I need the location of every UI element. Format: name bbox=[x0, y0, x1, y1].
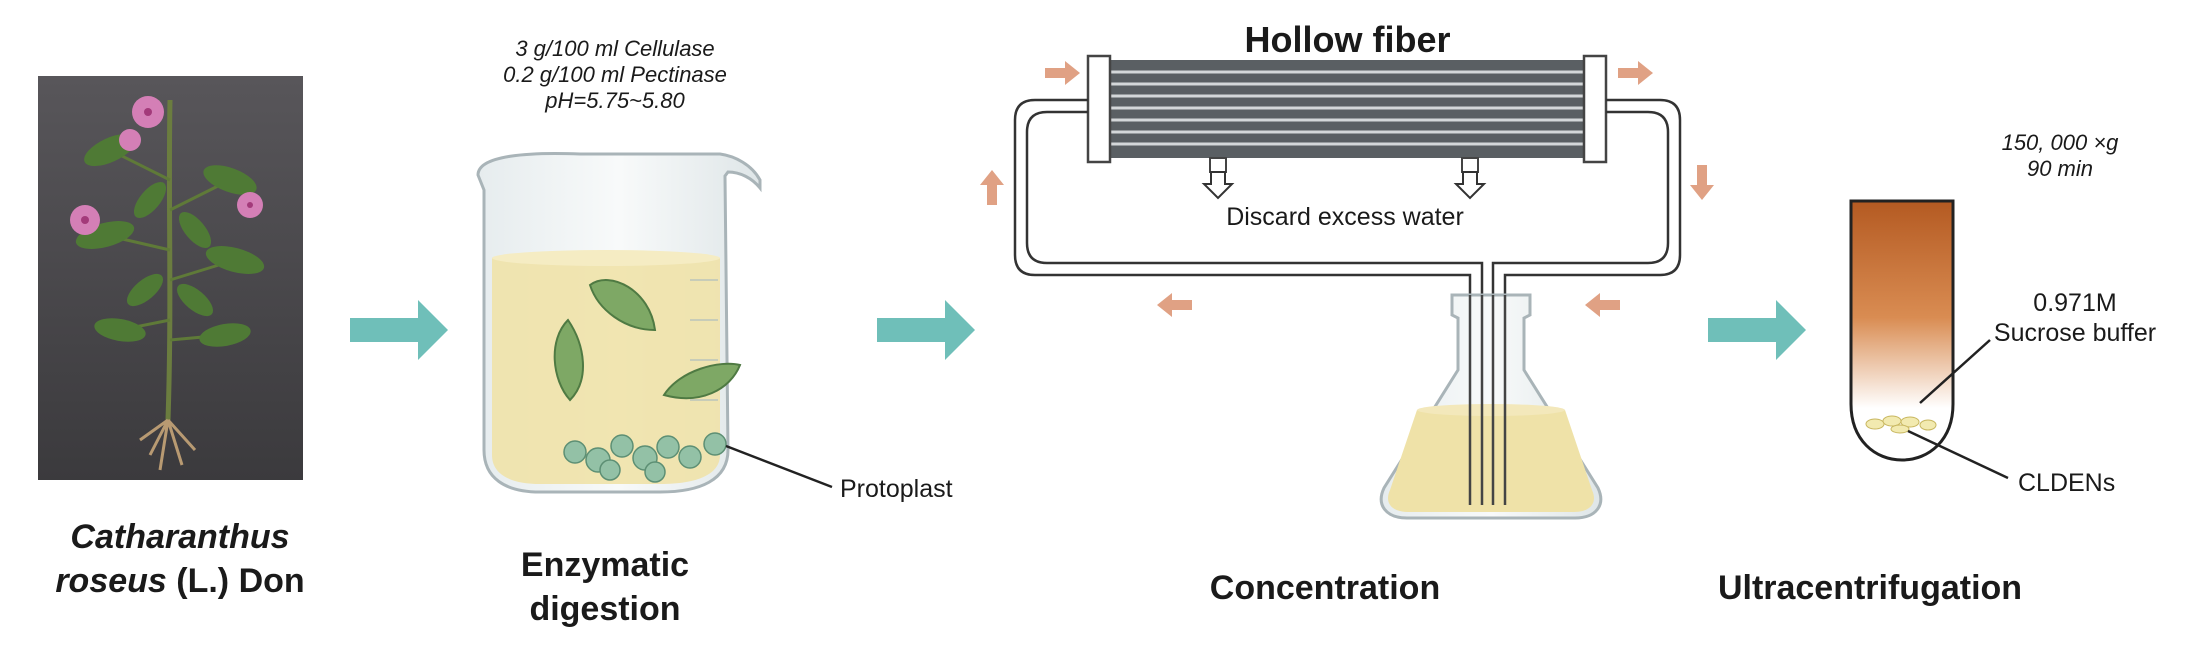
plant-authority: (L.) Don bbox=[176, 562, 305, 600]
sucrose-concentration: 0.971M bbox=[2033, 289, 2117, 317]
beaker bbox=[476, 151, 833, 494]
discard-arrow-1 bbox=[1201, 171, 1235, 200]
sucrose-buffer-name: Sucrose buffer bbox=[1993, 319, 2157, 347]
centrifuge-time: 90 min bbox=[2026, 156, 2094, 181]
condition-ph: pH=5.75~5.80 bbox=[545, 88, 685, 113]
step-arrow-2 bbox=[877, 300, 975, 360]
protoplast-label: Protoplast bbox=[840, 475, 953, 503]
digestion-title-line1: Enzymatic bbox=[520, 546, 690, 584]
discard-arrow-2 bbox=[1453, 171, 1487, 200]
step-arrow-1 bbox=[350, 300, 448, 360]
centrifuge-tube bbox=[1849, 199, 2009, 480]
discard-water-note: Discard excess water bbox=[1226, 203, 1464, 231]
plant-genus: Catharanthus bbox=[70, 518, 290, 556]
flow-arrows bbox=[980, 61, 1714, 317]
plant-species: roseus bbox=[55, 562, 167, 600]
concentration-title: Concentration bbox=[1209, 569, 1441, 607]
sucrose-buffer-label: 0.971M Sucrose buffer bbox=[1975, 288, 2175, 348]
digestion-title-line2: digestion bbox=[529, 590, 681, 628]
hollow-fiber-module bbox=[1086, 54, 1608, 173]
hollow-fiber-label: Hollow fiber bbox=[1244, 19, 1451, 60]
centrifuge-speed: 150, 000 ×g bbox=[2001, 130, 2119, 155]
plant-photo bbox=[38, 76, 303, 480]
condition-pectinase: 0.2 g/100 ml Pectinase bbox=[503, 62, 727, 87]
condition-cellulase: 3 g/100 ml Cellulase bbox=[515, 36, 715, 61]
centrifuge-conditions: 150, 000 ×g 90 min bbox=[1985, 130, 2135, 182]
step-arrow-3 bbox=[1708, 300, 1806, 360]
plant-name: Catharanthus roseus (L.) Don bbox=[30, 515, 330, 603]
digestion-title: Enzymatic digestion bbox=[480, 543, 730, 631]
ultracentrifugation-title: Ultracentrifugation bbox=[1717, 569, 2023, 607]
erlenmeyer-flask bbox=[1379, 293, 1603, 520]
cldens-label: CLDENs bbox=[2018, 469, 2116, 497]
tubing-loop bbox=[1013, 98, 1682, 295]
digestion-conditions: 3 g/100 ml Cellulase 0.2 g/100 ml Pectin… bbox=[480, 36, 750, 114]
